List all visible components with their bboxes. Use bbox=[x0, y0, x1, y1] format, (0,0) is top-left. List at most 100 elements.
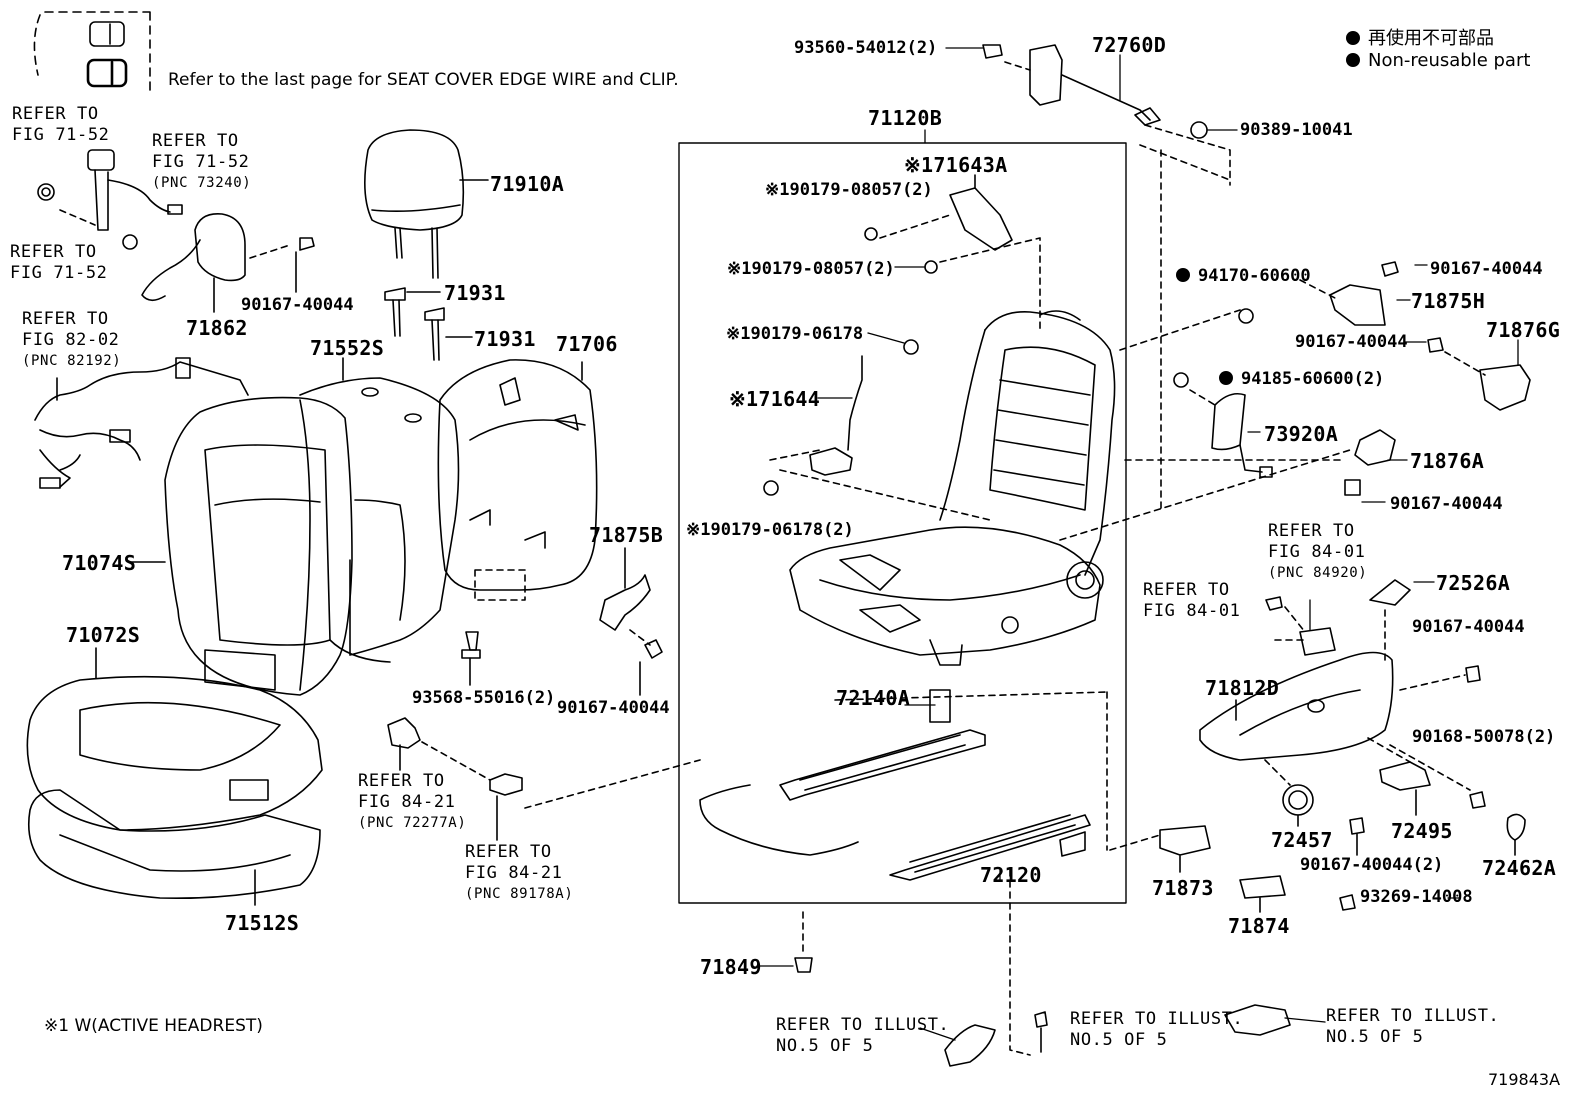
part-90168-50078[interactable]: 90168-50078(2) bbox=[1412, 727, 1556, 747]
actuator-drawing bbox=[763, 174, 1041, 521]
part-72760D[interactable]: 72760D bbox=[1092, 33, 1167, 57]
seatback-pad-drawing bbox=[299, 357, 460, 663]
part-71910A[interactable]: 71910A bbox=[490, 172, 565, 196]
part-90179-08057-b[interactable]: ※190179-08057(2) bbox=[727, 259, 895, 279]
ref-line: REFER TO bbox=[1268, 521, 1355, 541]
part-90179-06178-a[interactable]: ※190179-06178 bbox=[726, 324, 864, 344]
part-71876G[interactable]: 71876G bbox=[1486, 318, 1561, 342]
part-71875B[interactable]: 71875B bbox=[589, 523, 664, 547]
seat-cover-note: Refer to the last page for SEAT COVER ED… bbox=[168, 70, 679, 90]
part-71875H[interactable]: 71875H bbox=[1411, 289, 1486, 313]
part-71120B[interactable]: 71120B bbox=[868, 106, 943, 130]
part-90167-40044-e[interactable]: 90167-40044 bbox=[1390, 494, 1503, 514]
part-71552S[interactable]: 71552S bbox=[310, 336, 385, 360]
part-90167-40044-d[interactable]: 90167-40044 bbox=[1295, 332, 1408, 352]
headrest-guide-drawing bbox=[384, 287, 473, 361]
part-71849[interactable]: 71849 bbox=[700, 955, 762, 979]
ref-pnc: (PNC 72277A) bbox=[358, 815, 467, 831]
footnote-active-headrest: ※1 W(ACTIVE HEADREST) bbox=[44, 1016, 263, 1036]
ref-line: REFER TO ILLUST. bbox=[776, 1015, 950, 1035]
part-90167-40044-a[interactable]: 90167-40044 bbox=[241, 295, 354, 315]
part-71074S[interactable]: 71074S bbox=[62, 551, 137, 575]
part-71873[interactable]: 71873 bbox=[1152, 876, 1214, 900]
ref-pnc: (PNC 82192) bbox=[22, 353, 122, 369]
ref-line: REFER TO bbox=[10, 242, 97, 262]
ref-pnc: (PNC 84920) bbox=[1268, 565, 1368, 581]
ref-line: FIG 71-52 bbox=[12, 125, 110, 145]
part-71643A[interactable]: ※171643A bbox=[904, 153, 1008, 177]
part-72457[interactable]: 72457 bbox=[1271, 828, 1333, 852]
ref-illust-5-a[interactable]: REFER TO ILLUST.NO.5 OF 5 bbox=[776, 1015, 949, 1057]
part-71512S[interactable]: 71512S bbox=[225, 911, 300, 935]
ref-line: REFER TO ILLUST. bbox=[1326, 1006, 1500, 1026]
part-71874[interactable]: 71874 bbox=[1228, 914, 1290, 938]
side-shield-drawing bbox=[1109, 579, 1526, 913]
seat-belt-buckle-drawing bbox=[37, 149, 183, 231]
part-71931-b[interactable]: 71931 bbox=[474, 327, 536, 351]
legend-non-reusable-jp: 再使用不可部品 bbox=[1346, 24, 1494, 50]
wire-harness-drawing bbox=[34, 357, 249, 489]
ref-pnc: (PNC 73240) bbox=[152, 175, 252, 191]
rear-parts-drawing bbox=[982, 44, 1531, 541]
part-71931-a[interactable]: 71931 bbox=[444, 281, 506, 305]
part-93560-54012[interactable]: 93560-54012(2) bbox=[794, 38, 938, 58]
bracket-71875B-drawing bbox=[599, 547, 663, 696]
part-93568-55016[interactable]: 93568-55016(2) bbox=[412, 688, 556, 708]
part-71876A[interactable]: 71876A bbox=[1410, 449, 1485, 473]
legend-jp-text: 再使用不可部品 bbox=[1368, 28, 1494, 49]
screw-93568-drawing bbox=[461, 631, 481, 686]
part-90179-06178-b[interactable]: ※190179-06178(2) bbox=[686, 520, 854, 540]
part-71812D[interactable]: 71812D bbox=[1205, 676, 1280, 700]
part-94185-60600[interactable]: 94185-60600(2) bbox=[1219, 369, 1384, 389]
ref-pnc: (PNC 89178A) bbox=[465, 886, 574, 902]
part-71706[interactable]: 71706 bbox=[556, 332, 618, 356]
part-number-text: 94185-60600(2) bbox=[1241, 369, 1385, 389]
headrest-drawing bbox=[364, 129, 489, 279]
ref-line: FIG 84-21 bbox=[358, 792, 456, 812]
part-90167-40044-b[interactable]: 90167-40044 bbox=[557, 698, 670, 718]
part-71072S[interactable]: 71072S bbox=[66, 623, 141, 647]
non-reusable-dot-icon bbox=[1346, 31, 1360, 45]
part-73920A[interactable]: 73920A bbox=[1264, 422, 1339, 446]
ref-line: FIG 84-21 bbox=[465, 863, 563, 883]
non-reusable-dot-icon bbox=[1346, 53, 1360, 67]
part-93269-14008[interactable]: 93269-14008 bbox=[1360, 887, 1473, 907]
part-90389-10041[interactable]: 90389-10041 bbox=[1240, 120, 1353, 140]
seat-frame-assembly-box bbox=[678, 142, 1127, 904]
ref-line: REFER TO bbox=[358, 771, 445, 791]
part-90167-40044-g[interactable]: 90167-40044(2) bbox=[1300, 855, 1444, 875]
clip-note-illustration bbox=[33, 11, 151, 96]
non-reusable-dot-icon bbox=[1219, 371, 1233, 385]
ref-line: REFER TO ILLUST. bbox=[1070, 1009, 1244, 1029]
part-90167-40044-f[interactable]: 90167-40044 bbox=[1412, 617, 1525, 637]
part-90179-08057-a[interactable]: ※190179-08057(2) bbox=[765, 180, 933, 200]
part-72140A[interactable]: 72140A bbox=[836, 686, 911, 710]
seat-frame-drawing bbox=[789, 310, 1116, 666]
part-72495[interactable]: 72495 bbox=[1391, 819, 1453, 843]
bottom-parts-drawing bbox=[794, 869, 1291, 1067]
part-94170-60600[interactable]: 94170-60600 bbox=[1176, 266, 1311, 286]
legend-non-reusable-en: Non-reusable part bbox=[1346, 50, 1530, 71]
part-71862[interactable]: 71862 bbox=[186, 316, 248, 340]
part-90167-40044-c[interactable]: 90167-40044 bbox=[1430, 259, 1543, 279]
ref-line: NO.5 OF 5 bbox=[1070, 1030, 1168, 1050]
ref-illust-5-b[interactable]: REFER TO ILLUST.NO.5 OF 5 bbox=[1070, 1009, 1243, 1051]
ref-illust-5-c[interactable]: REFER TO ILLUST.NO.5 OF 5 bbox=[1326, 1006, 1499, 1048]
part-72526A[interactable]: 72526A bbox=[1436, 571, 1511, 595]
ref-line: REFER TO bbox=[465, 842, 552, 862]
part-71644[interactable]: ※171644 bbox=[729, 387, 821, 411]
part-72120[interactable]: 72120 bbox=[980, 863, 1042, 887]
part-72462A[interactable]: 72462A bbox=[1482, 856, 1557, 880]
ref-line: FIG 84-01 bbox=[1143, 601, 1241, 621]
non-reusable-dot-icon bbox=[1176, 268, 1190, 282]
seatback-back-board-drawing bbox=[437, 359, 598, 601]
